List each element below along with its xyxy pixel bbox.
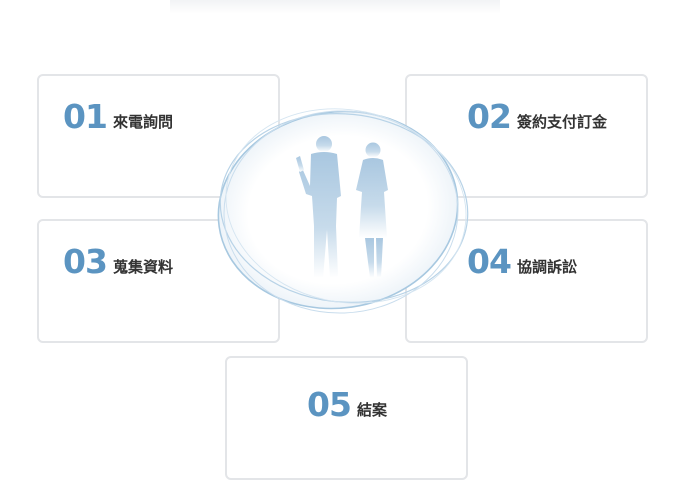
step-number: 04 <box>467 242 512 281</box>
step-card-05: 05 結案 <box>225 356 468 480</box>
step-label: 協調訴訟 <box>516 258 577 276</box>
step-label: 來電詢問 <box>112 113 173 131</box>
step-number: 05 <box>307 385 352 424</box>
step-label: 蒐集資料 <box>112 258 173 276</box>
step-number: 02 <box>467 97 512 136</box>
step-label: 結案 <box>356 401 387 419</box>
step-card-01: 01 來電詢問 <box>37 74 280 198</box>
step-number: 01 <box>63 97 108 136</box>
top-shadow <box>170 0 500 14</box>
step-label: 簽約支付訂金 <box>516 113 607 131</box>
center-emblem <box>210 96 480 326</box>
business-people-icon <box>217 108 469 314</box>
step-number: 03 <box>63 242 108 281</box>
